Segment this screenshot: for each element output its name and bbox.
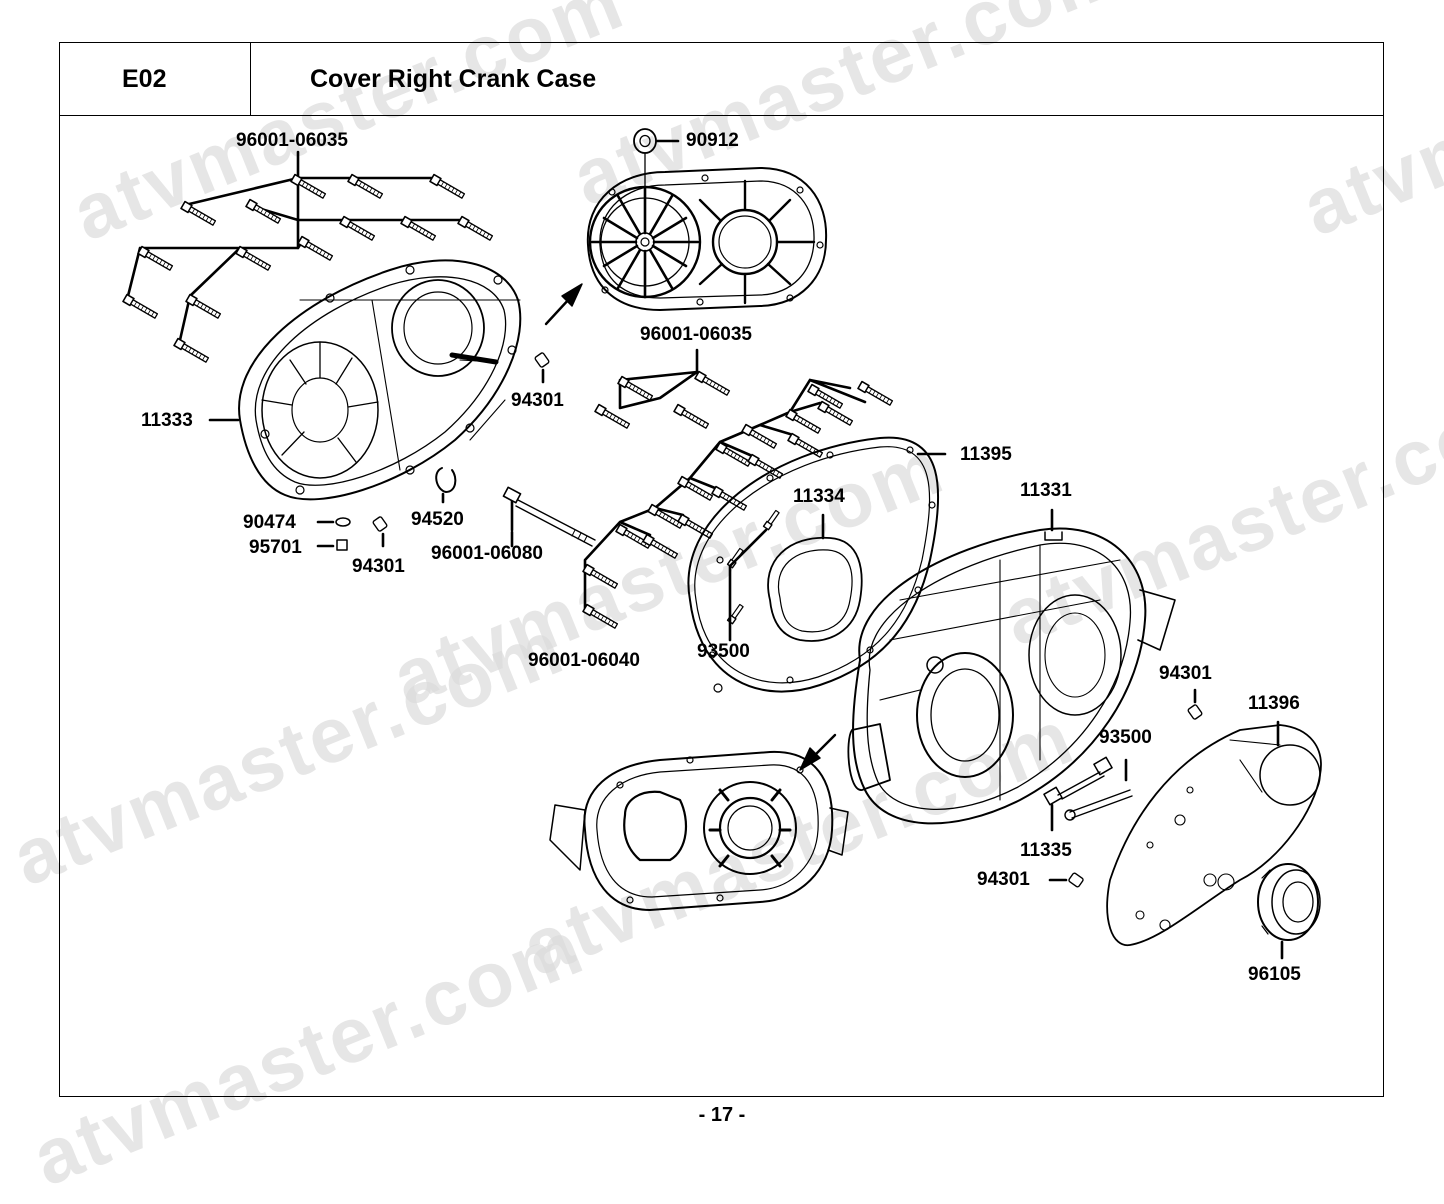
callout-11395: 11395 [960,444,1012,465]
inner-cover-view [586,167,828,311]
callout-11335: 11335 [1020,840,1072,861]
label-leaders [208,418,514,548]
seal-90912 [633,128,680,188]
arrow-2 [799,733,837,771]
header-divider [60,115,1383,116]
small-parts [316,467,457,551]
callout-94520: 94520 [411,509,464,530]
bolt-leader-lines-2 [510,348,867,614]
arrow-1 [544,283,583,326]
dowel-pin-94301-c [1048,871,1085,889]
callout-96001-06035-b: 96001-06035 [640,324,752,345]
callout-90912: 90912 [686,130,739,151]
bolts-96001-06035-b [594,370,731,431]
cover-11333 [238,259,522,501]
crank-case-11331 [847,508,1176,825]
callout-11333: 11333 [141,410,193,431]
callout-93500-a: 93500 [697,641,750,662]
bolts-96001-06035-a [122,173,494,365]
callout-96001-06040: 96001-06040 [528,650,640,671]
callout-11396: 11396 [1248,693,1300,714]
gasket-11395 [687,436,947,693]
dowel-pin-94301-b [1186,688,1204,721]
callout-94301-b: 94301 [352,556,405,577]
callout-96105: 96105 [1248,964,1301,985]
dowel-pin-94301 [533,351,551,384]
callout-95701: 95701 [249,537,302,558]
callout-94301-a: 94301 [511,390,564,411]
callout-11334: 11334 [793,486,845,507]
callout-90474: 90474 [243,512,296,533]
callout-96001-06035-a: 96001-06035 [236,130,348,151]
long-bolt-96001-06080 [502,486,596,547]
callout-94301-c: 94301 [1159,663,1212,684]
section-code: E02 [122,65,167,93]
callout-94301-d: 94301 [977,869,1030,890]
plate-11334 [726,509,863,642]
stud-bolts-11335 [1043,756,1133,832]
page-frame: E02 Cover Right Crank Case [59,42,1384,1097]
page-title: Cover Right Crank Case [310,65,597,93]
page-number: - 17 - [698,1104,746,1126]
callout-93500-b: 93500 [1099,727,1152,748]
inner-case-view [549,750,849,911]
callout-96001-06080: 96001-06080 [431,543,543,564]
exploded-diagram [122,128,1322,960]
oil-seal-96105 [1257,863,1321,960]
callout-11331: 11331 [1020,480,1072,501]
code-cell [60,43,251,115]
bolts-96001-06040 [582,380,894,631]
gasket-11396 [1106,720,1322,946]
